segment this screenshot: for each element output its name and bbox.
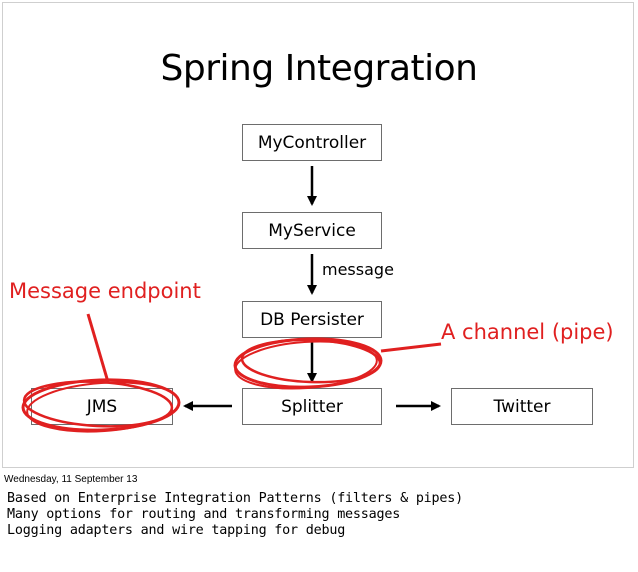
annotation-channel-pipe: A channel (pipe) — [441, 320, 614, 344]
footer-note-line: Many options for routing and transformin… — [7, 507, 401, 522]
footer-note-line: Logging adapters and wire tapping for de… — [7, 523, 346, 538]
node-mycontroller: MyController — [242, 124, 382, 161]
node-db-persister: DB Persister — [242, 301, 382, 338]
endpoint-pointer-line — [86, 313, 110, 383]
channel-highlight-ellipse — [233, 337, 383, 390]
footer-date: Wednesday, 11 September 13 — [4, 474, 138, 485]
channel-pointer-line — [380, 342, 442, 353]
footer-note-line: Based on Enterprise Integration Patterns… — [7, 491, 463, 506]
node-myservice: MyService — [242, 212, 382, 249]
endpoint-highlight-ellipse — [21, 378, 181, 433]
node-twitter: Twitter — [451, 388, 593, 425]
node-splitter: Splitter — [242, 388, 382, 425]
slide-title: Spring Integration — [160, 48, 479, 89]
footer-notes: Based on Enterprise Integration Patterns… — [7, 491, 463, 539]
edge-label-message: message — [322, 260, 394, 279]
annotation-message-endpoint: Message endpoint — [9, 279, 201, 303]
